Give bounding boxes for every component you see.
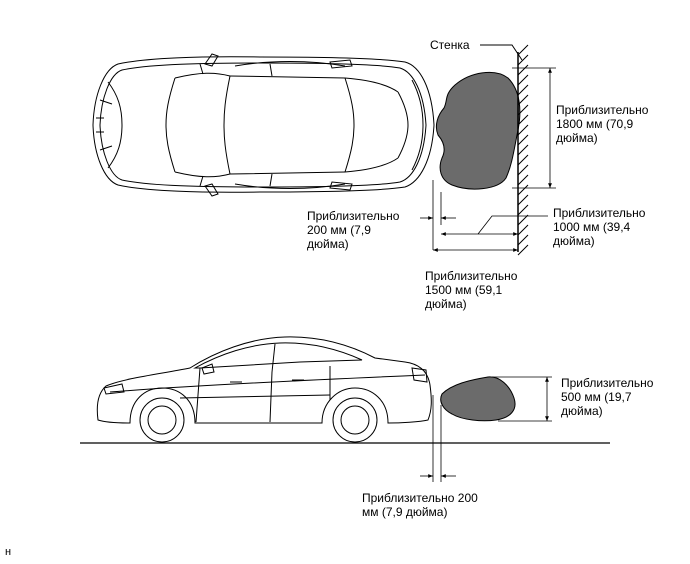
wall <box>480 44 529 256</box>
dimension-500 <box>492 376 552 422</box>
detection-area-top <box>435 71 521 190</box>
dimension-200-top <box>420 180 456 250</box>
gap-200-top-label: Приблизительно 200 мм (7,9 дюйма) <box>307 209 400 251</box>
height-500-label: Приблизительно 500 мм (19,7 дюйма) <box>561 376 654 418</box>
depth-1000-label: Приблизительно 1000 мм (39,4 дюйма) <box>553 206 646 248</box>
dimension-1800 <box>512 67 556 189</box>
width-1800-label: Приблизительно 1800 мм (70,9 дюйма) <box>556 103 649 145</box>
dimension-200-side <box>420 395 456 482</box>
detection-area-side <box>440 376 516 422</box>
corner-mark: н <box>5 546 12 558</box>
car-top-view <box>92 53 435 197</box>
wall-label: Стенка <box>430 38 470 52</box>
dimension-1000 <box>441 215 548 236</box>
car-side-view <box>80 336 610 444</box>
range-1500-label: Приблизительно 1500 мм (59,1 дюйма) <box>425 269 518 311</box>
gap-200-side-label: Приблизительно 200 мм (7,9 дюйма) <box>362 491 478 519</box>
